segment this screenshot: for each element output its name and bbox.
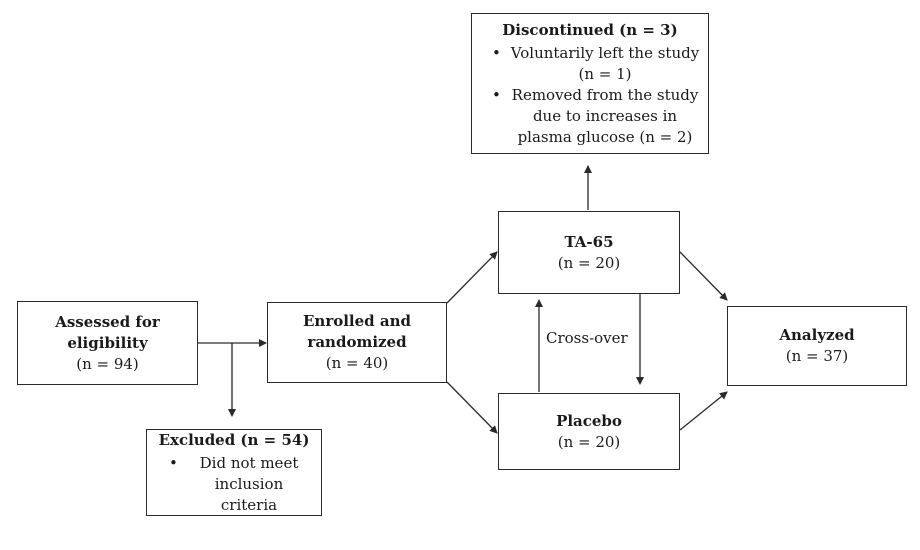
enrolled-title: Enrolled and randomized <box>302 312 411 351</box>
placebo-title: Placebo <box>556 411 622 430</box>
arrow-enrolled-to-ta65 <box>446 251 498 304</box>
analyzed-title: Analyzed <box>779 326 855 344</box>
arrow-placebo-to-analyzed <box>679 391 728 431</box>
ta65-count: (n = 20) <box>557 253 621 272</box>
excluded-item: Did not meet inclusion criteria <box>169 453 311 516</box>
enrolled-box: Enrolled and randomized (n = 40) <box>267 302 447 383</box>
discontinued-list: Voluntarily left the study (n = 1) Remov… <box>480 43 700 148</box>
analyzed-box: Analyzed (n = 37) <box>727 306 907 386</box>
arrow-ta65-to-analyzed <box>679 251 728 301</box>
excluded-title: Excluded (n = 54) <box>158 430 310 449</box>
assessed-count: (n = 94) <box>76 354 139 373</box>
discontinued-item-voluntary: Voluntarily left the study (n = 1) <box>492 43 700 85</box>
arrow-enrolled-to-placebo <box>446 381 498 434</box>
discontinued-item-removed: Removed from the study due to increases … <box>492 85 700 148</box>
analyzed-count: (n = 37) <box>785 347 849 365</box>
ta65-title: TA-65 <box>564 232 614 251</box>
placebo-box: Placebo (n = 20) <box>498 393 680 470</box>
crossover-label: Cross-over <box>546 329 628 347</box>
assessed-box: Assessed for eligibility (n = 94) <box>17 301 198 385</box>
ta65-box: TA-65 (n = 20) <box>498 211 680 294</box>
excluded-box: Excluded (n = 54) Did not meet inclusion… <box>146 429 322 516</box>
assessed-title: Assessed for eligibility <box>55 312 160 352</box>
excluded-list: Did not meet inclusion criteria <box>157 453 311 516</box>
placebo-count: (n = 20) <box>557 432 621 451</box>
enrolled-count: (n = 40) <box>325 354 389 372</box>
discontinued-title: Discontinued (n = 3) <box>502 20 678 39</box>
discontinued-box: Discontinued (n = 3) Voluntarily left th… <box>471 13 709 154</box>
